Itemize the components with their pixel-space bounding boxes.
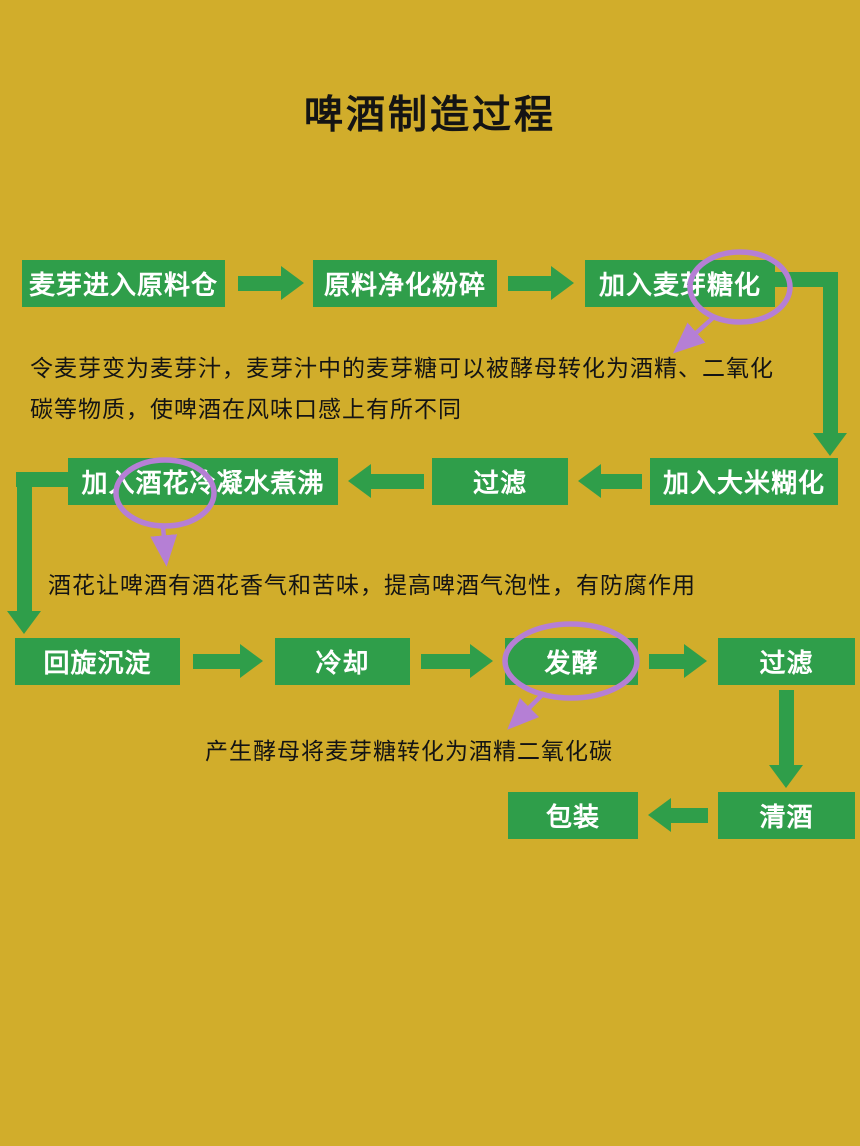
arrow-whirlpool-to-cool xyxy=(193,644,263,678)
annotation-arrow-hops xyxy=(150,526,178,567)
arrow-saccharify-to-rice xyxy=(813,272,847,456)
node-ferment: 发酵 xyxy=(505,638,638,685)
node-hops-boil: 加入酒花冷凝水煮沸 xyxy=(68,458,338,505)
annotation-arrow-saccharify xyxy=(672,315,716,354)
arrow-hops-to-whirlpool xyxy=(6,472,42,634)
arrow-filter-to-hops xyxy=(348,464,424,498)
arrow-ferment-to-filter2 xyxy=(649,644,707,678)
node-purify-crush: 原料净化粉碎 xyxy=(313,260,497,307)
note-saccharify-line1: 令麦芽变为麦芽汁，麦芽汁中的麦芽糖可以被酵母转化为酒精、二氧化 xyxy=(30,355,774,381)
node-cool: 冷却 xyxy=(275,638,410,685)
arrow-cool-to-ferment xyxy=(421,644,493,678)
arrow-purify-to-saccharify xyxy=(508,266,574,300)
node-clear-beer: 清酒 xyxy=(718,792,855,839)
node-whirlpool: 回旋沉淀 xyxy=(15,638,180,685)
page-title: 啤酒制造过程 xyxy=(303,94,556,137)
node-malt-intake: 麦芽进入原料仓 xyxy=(22,260,225,307)
node-rice-gelatinize: 加入大米糊化 xyxy=(650,458,838,505)
arrow-rice-to-filter xyxy=(578,464,642,498)
note-hops: 酒花让啤酒有酒花香气和苦味，提高啤酒气泡性，有防腐作用 xyxy=(48,572,696,598)
node-malt-saccharify: 加入麦芽糖化 xyxy=(585,260,775,307)
note-saccharify: 令麦芽变为麦芽汁，麦芽汁中的麦芽糖可以被酵母转化为酒精、二氧化 碳等物质，使啤酒… xyxy=(30,348,774,430)
note-saccharify-line2: 碳等物质，使啤酒在风味口感上有所不同 xyxy=(30,396,462,422)
annotation-arrow-ferment xyxy=(507,692,545,730)
node-package: 包装 xyxy=(508,792,638,839)
note-ferment: 产生酵母将麦芽糖转化为酒精二氧化碳 xyxy=(205,738,613,764)
arrow-clearbeer-to-package xyxy=(648,798,708,832)
arrow-filter2-to-clearbeer xyxy=(769,690,803,788)
node-filter-2: 过滤 xyxy=(718,638,855,685)
arrow-malt-to-purify xyxy=(238,266,304,300)
node-filter-1: 过滤 xyxy=(432,458,568,505)
